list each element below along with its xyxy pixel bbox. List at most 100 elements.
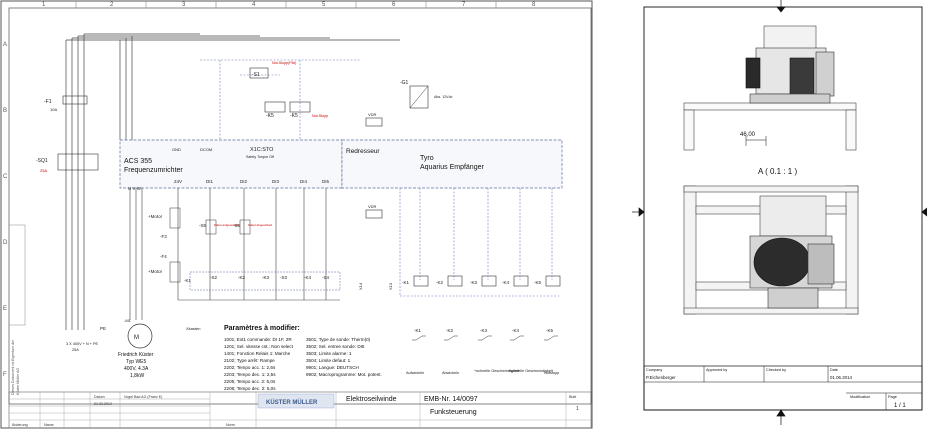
- power-lines: [65, 33, 400, 330]
- varistor-2: VDR: [365, 204, 383, 219]
- parameter-block: Paramètres à modifier: 1001; Ext1 comman…: [224, 325, 382, 391]
- elevation-view: 46,00: [683, 25, 857, 151]
- col-label: 8: [532, 2, 536, 8]
- outer-frame: [0, 0, 593, 429]
- k1-label: -K1: [184, 278, 192, 283]
- relay-label: -K3: [470, 280, 478, 285]
- tyro-label: Tyro: [420, 155, 434, 162]
- side-note: Dieses Dokument ist Eigentum der: [11, 339, 15, 395]
- k3-label: -K3: [262, 275, 270, 280]
- power-supply-g1: -G1 Abs. 12Vdc: [400, 80, 453, 109]
- k4-label: -K4: [304, 275, 312, 280]
- title-block: Änderung Name Datum 21.02.2014 Vogel Bad…: [8, 391, 592, 429]
- checked-label: Checked by: [766, 368, 786, 372]
- legend-relay: -K5: [546, 328, 554, 333]
- plan-view: [683, 185, 859, 315]
- legend-relay: -K3: [480, 328, 488, 333]
- relay-legend-names: -K1 -K2 -K3 -K4 -K5: [414, 328, 554, 333]
- emergency-stop-s1: -S1 Not-Stopp(Pilz): [249, 61, 296, 79]
- relay-label: -K1: [402, 280, 410, 285]
- rev-label: Änderung: [12, 423, 28, 427]
- f1-label: -F1: [44, 99, 52, 105]
- s5-note: Kabel aufgewickelt: [214, 223, 239, 227]
- relay-contacts-row: -K1 -S2 -K2 -K3 -S3 -K4 -S4: [184, 271, 341, 291]
- param-line: 2102; Type arrêt: Rampe: [224, 358, 275, 363]
- date-label: Datum: [94, 395, 105, 399]
- motor-maker: Friedrich Küster: [118, 352, 154, 358]
- q1-rating: 25A: [40, 168, 47, 173]
- di3-label: DI3: [272, 179, 280, 184]
- relay-k5: -K5: [534, 275, 561, 287]
- x1c-label: X1C:STO: [250, 147, 274, 153]
- limit-switch-s5: -S5 Kabel aufgewickelt: [199, 219, 239, 235]
- params-col2: 3501; Type de sonde: Therm(0) 3502; Sel.…: [306, 337, 382, 377]
- date-value: 21.02.2014: [94, 402, 112, 406]
- redresseur-label: Redresseur: [346, 148, 380, 155]
- v24-label: 24V: [174, 179, 182, 184]
- param-line: 1001; Ext1 commande: DI 1F, 2R: [224, 337, 292, 342]
- motor1-label: +Motor: [148, 214, 163, 219]
- legend-text: Abwickeln: [442, 371, 459, 375]
- row-label: E: [3, 306, 7, 312]
- motor-terminal-1: +Motor: [148, 207, 181, 229]
- fuse-f1: -F1 10A: [44, 95, 88, 112]
- legend-relay: -K2: [446, 328, 454, 333]
- relay-k2: -K2: [436, 275, 463, 287]
- param-line: 2206; Tempo dec. 2: 5,0s: [224, 386, 276, 391]
- dimension-label: 46,00: [740, 132, 756, 138]
- column-labels: 1 2 3 4 5 6 7 8: [42, 2, 536, 8]
- motor2-label: +Motor: [148, 269, 163, 274]
- k5-note: Not-Stopp: [312, 114, 328, 118]
- aquarius-label: Aquarius Empfänger: [420, 164, 484, 171]
- s1-note: Not-Stopp(Pilz): [272, 61, 296, 65]
- safety-label: Safety Torque Off: [246, 155, 274, 159]
- side-note: Küster Müller AG: [16, 368, 20, 395]
- row-label: C: [3, 174, 8, 180]
- motor-kw: 1,8kW: [130, 373, 144, 379]
- center-marks: [632, 0, 927, 425]
- drawing-table: Company P.Eichenberger Approved by Check…: [643, 365, 923, 411]
- varistor-1: VDR: [365, 112, 383, 127]
- param-line: 9902; Macroprogramme: Mot. potent.: [306, 372, 382, 377]
- k5b-label: -K5: [290, 113, 298, 119]
- page-value: 1 / 1: [894, 403, 906, 409]
- company-logo: KÜSTER MÜLLER: [266, 399, 318, 406]
- di-wires: [129, 188, 340, 320]
- x13-label: X13: [388, 282, 393, 290]
- drive-acs355: GND DCOM X1C:STO Safety Torque Off ACS 3…: [119, 139, 343, 191]
- col-label: 3: [182, 2, 186, 8]
- acs-label: ACS 355: [124, 158, 152, 165]
- limit-switch-s6: -S6 Kabel abgewickelt: [233, 219, 272, 235]
- legend-relay: -K4: [512, 328, 520, 333]
- company-label: Company: [646, 368, 662, 372]
- legend-text: +schnelle Geschwindigkeit: [508, 369, 554, 373]
- drawing-subtitle: Funksteuerung: [430, 409, 477, 416]
- relay-k4: -K4: [502, 275, 529, 287]
- side-box: [8, 224, 26, 326]
- svg-text:M: M: [134, 335, 139, 341]
- s6-note: Kabel abgewickelt: [248, 223, 272, 227]
- col-label: 7: [462, 2, 466, 8]
- s6-label: -S6: [233, 223, 241, 228]
- uvw-label: U V W: [128, 186, 142, 191]
- title-block-grid: [9, 392, 591, 428]
- drawing-title: Elektroseilwinde: [346, 396, 397, 403]
- params-col1: 1001; Ext1 commande: DI 1F, 2R 1201; Sel…: [224, 337, 294, 391]
- param-line: 3504; Limite defaut: 1: [306, 358, 351, 363]
- di5-label: DI5: [322, 179, 330, 184]
- f1-rating: 10A: [50, 107, 57, 112]
- drawing-svg: 46,00 A ( 0.1 : 1 ) Company P.Eichenberg…: [632, 0, 927, 425]
- sheet-label: Blatt: [569, 395, 576, 399]
- m1-label: -M1: [124, 318, 132, 323]
- k2-label: -K2: [238, 275, 246, 280]
- legend-relay: -K1: [414, 328, 422, 333]
- f3-label: -F3: [160, 234, 167, 239]
- col-label: 5: [322, 2, 326, 8]
- relay-label: -K4: [502, 280, 510, 285]
- param-line: 2202; Tempo acc. 1: 2,5s: [224, 365, 276, 370]
- dcom-label: DCOM: [200, 147, 212, 152]
- pe-label: PE: [100, 326, 106, 331]
- section-label: A ( 0.1 : 1 ): [758, 167, 797, 176]
- param-line: 3503; Limite alarme: 1: [306, 351, 352, 356]
- row-label: B: [3, 108, 7, 114]
